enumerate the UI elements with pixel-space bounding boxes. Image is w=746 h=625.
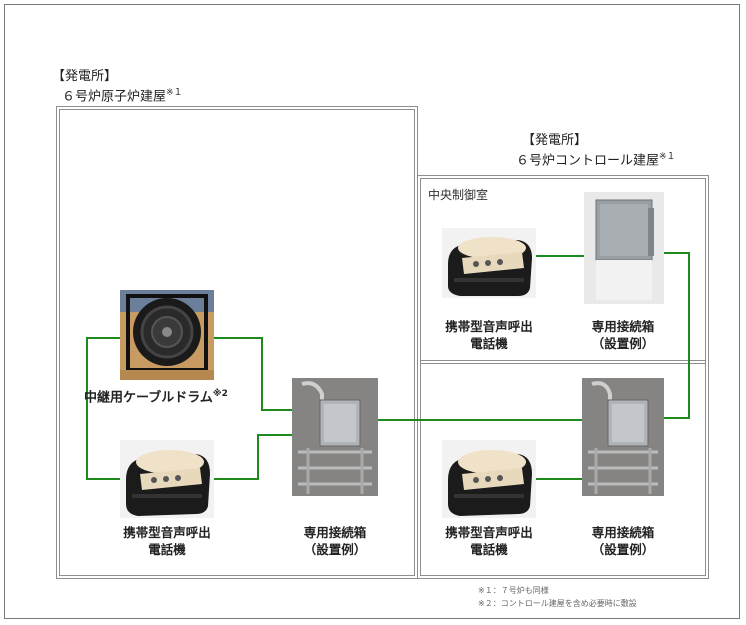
control-room-phone-image [442, 228, 536, 298]
right-building-label: 【発電所】 ６号炉コントロール建屋※１ [516, 132, 676, 169]
left-phone-label-2: 電話機 [148, 542, 186, 557]
footnote-2: ※２：コントロール建屋を含め必要時に敷設 [478, 599, 637, 608]
wire-drum-to-box [214, 337, 292, 411]
wire-drum-to-phone [86, 337, 120, 480]
control-room-box-caption: 専用接続箱 （設置例） [574, 318, 672, 352]
left-connection-box-image [292, 378, 378, 496]
left-building-bracket: 【発電所】 [52, 69, 118, 84]
control-room-phone-label-1: 携帯型音声呼出 [445, 319, 533, 334]
right-building-note-mark: ※１ [659, 152, 676, 162]
control-room-label: 中央制御室 [428, 188, 489, 202]
right-building-bracket: 【発電所】 [522, 133, 588, 148]
footnotes: ※１：７号炉も同様 ※２：コントロール建屋を含め必要時に敷設 [478, 584, 637, 610]
left-box-caption: 専用接続箱 （設置例） [286, 524, 384, 558]
right-lower-box-label-2: （設置例） [591, 542, 655, 557]
right-lower-box-label-1: 専用接続箱 [591, 525, 655, 540]
control-room-phone-label-2: 電話機 [470, 336, 508, 351]
control-room-connection-box-image [584, 192, 664, 304]
left-phone-image [120, 440, 214, 518]
diagram-frame [4, 4, 740, 619]
right-lower-box-caption: 専用接続箱 （設置例） [574, 524, 672, 558]
left-building-name: ６号炉原子炉建屋 [62, 89, 167, 105]
cable-drum-image [120, 290, 214, 380]
drum-caption: 中継用ケーブルドラム※2 [84, 386, 228, 406]
right-lower-phone-label-2: 電話機 [470, 542, 508, 557]
left-building-note-mark: ※１ [166, 88, 183, 98]
wire-phone-to-box [214, 434, 292, 480]
left-box-label-1: 専用接続箱 [303, 525, 367, 540]
footnote-1: ※１：７号炉も同様 [478, 586, 549, 595]
right-lower-phone-caption: 携帯型音声呼出 電話機 [440, 524, 538, 558]
right-lower-connection-box-image [582, 378, 664, 496]
right-building-name: ６号炉コントロール建屋 [516, 153, 660, 169]
left-building-box [56, 106, 418, 579]
control-room-phone-caption: 携帯型音声呼出 電話機 [440, 318, 538, 352]
drum-note-mark: ※2 [212, 389, 228, 399]
control-room-box-label-2: （設置例） [591, 336, 655, 351]
left-building-label: 【発電所】 ６号炉原子炉建屋※１ [52, 68, 183, 105]
right-building-box [417, 175, 709, 579]
right-lower-phone-image [442, 440, 536, 518]
right-lower-phone-label-1: 携帯型音声呼出 [445, 525, 533, 540]
wire-upper-to-lower-box [664, 252, 690, 419]
left-phone-caption: 携帯型音声呼出 電話機 [118, 524, 216, 558]
left-box-label-2: （設置例） [303, 542, 367, 557]
drum-label: 中継用ケーブルドラム [84, 390, 213, 406]
control-room-divider [421, 360, 705, 364]
left-phone-label-1: 携帯型音声呼出 [123, 525, 211, 540]
control-room-box-label-1: 専用接続箱 [591, 319, 655, 334]
